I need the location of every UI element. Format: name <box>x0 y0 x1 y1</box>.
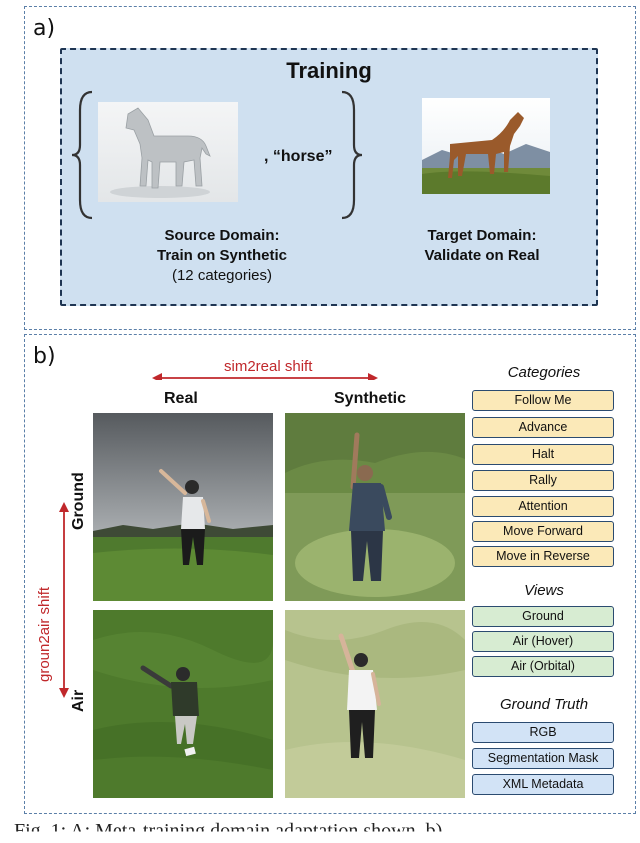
views-heading: Views <box>524 582 564 599</box>
ground-truth-rgb: RGB <box>472 722 614 743</box>
category-rally: Rally <box>472 470 614 491</box>
source-domain-title: Source Domain: <box>164 227 280 244</box>
target-domain-title: Target Domain: <box>427 227 537 244</box>
real-ground-image <box>93 413 273 601</box>
synthetic-ground-image <box>285 413 465 601</box>
categories-heading: Categories <box>507 364 581 381</box>
figure-caption-text: Fig. 1: A: Meta-training domain adaptati… <box>14 820 463 842</box>
source-domain-count: (12 categories) <box>171 267 273 284</box>
source-domain-task: Train on Synthetic <box>156 247 288 264</box>
category-attention: Attention <box>472 496 614 517</box>
right-brace-icon <box>341 90 363 220</box>
real-horse-image <box>422 98 550 194</box>
target-domain-caption: Target Domain: Validate on Real <box>402 226 562 266</box>
panel-a-frame <box>24 6 636 330</box>
groun2air-arrow-icon <box>59 502 69 698</box>
panel-b-frame <box>24 334 636 814</box>
horse-label: , “horse” <box>264 148 333 165</box>
category-advance: Advance <box>472 417 614 438</box>
real-air-image <box>93 610 273 798</box>
category-follow-me: Follow Me <box>472 390 614 411</box>
synthetic-horse-image <box>98 102 238 202</box>
target-domain-task: Validate on Real <box>424 247 540 264</box>
view-ground: Ground <box>472 606 614 627</box>
row-header-ground: Ground <box>70 472 87 530</box>
training-box: Training , “horse” Source Domain: Train … <box>60 48 598 306</box>
synthetic-air-image <box>285 610 465 798</box>
ground-truth-xml-metadata: XML Metadata <box>472 774 614 795</box>
sim2real-shift-label: sim2real shift <box>224 358 313 375</box>
column-header-synthetic: Synthetic <box>334 390 407 407</box>
category-halt: Halt <box>472 444 614 465</box>
source-domain-caption: Source Domain: Train on Synthetic (12 ca… <box>132 226 312 286</box>
category-move-forward: Move Forward <box>472 521 614 542</box>
panel-a-label: a) <box>33 16 56 41</box>
groun2air-shift-label: groun2air shift <box>36 586 53 682</box>
view-air-hover: Air (Hover) <box>472 631 614 652</box>
view-air-orbital: Air (Orbital) <box>472 656 614 677</box>
ground-truth-heading: Ground Truth <box>499 696 589 713</box>
ground-truth-segmentation-mask: Segmentation Mask <box>472 748 614 769</box>
training-title: Training <box>286 58 372 83</box>
column-header-real: Real <box>164 390 198 407</box>
row-header-air: Air <box>70 689 87 712</box>
left-brace-icon <box>71 90 93 220</box>
category-move-in-reverse: Move in Reverse <box>472 546 614 567</box>
panel-b-label: b) <box>33 344 56 369</box>
sim2real-arrow-icon <box>152 373 378 380</box>
